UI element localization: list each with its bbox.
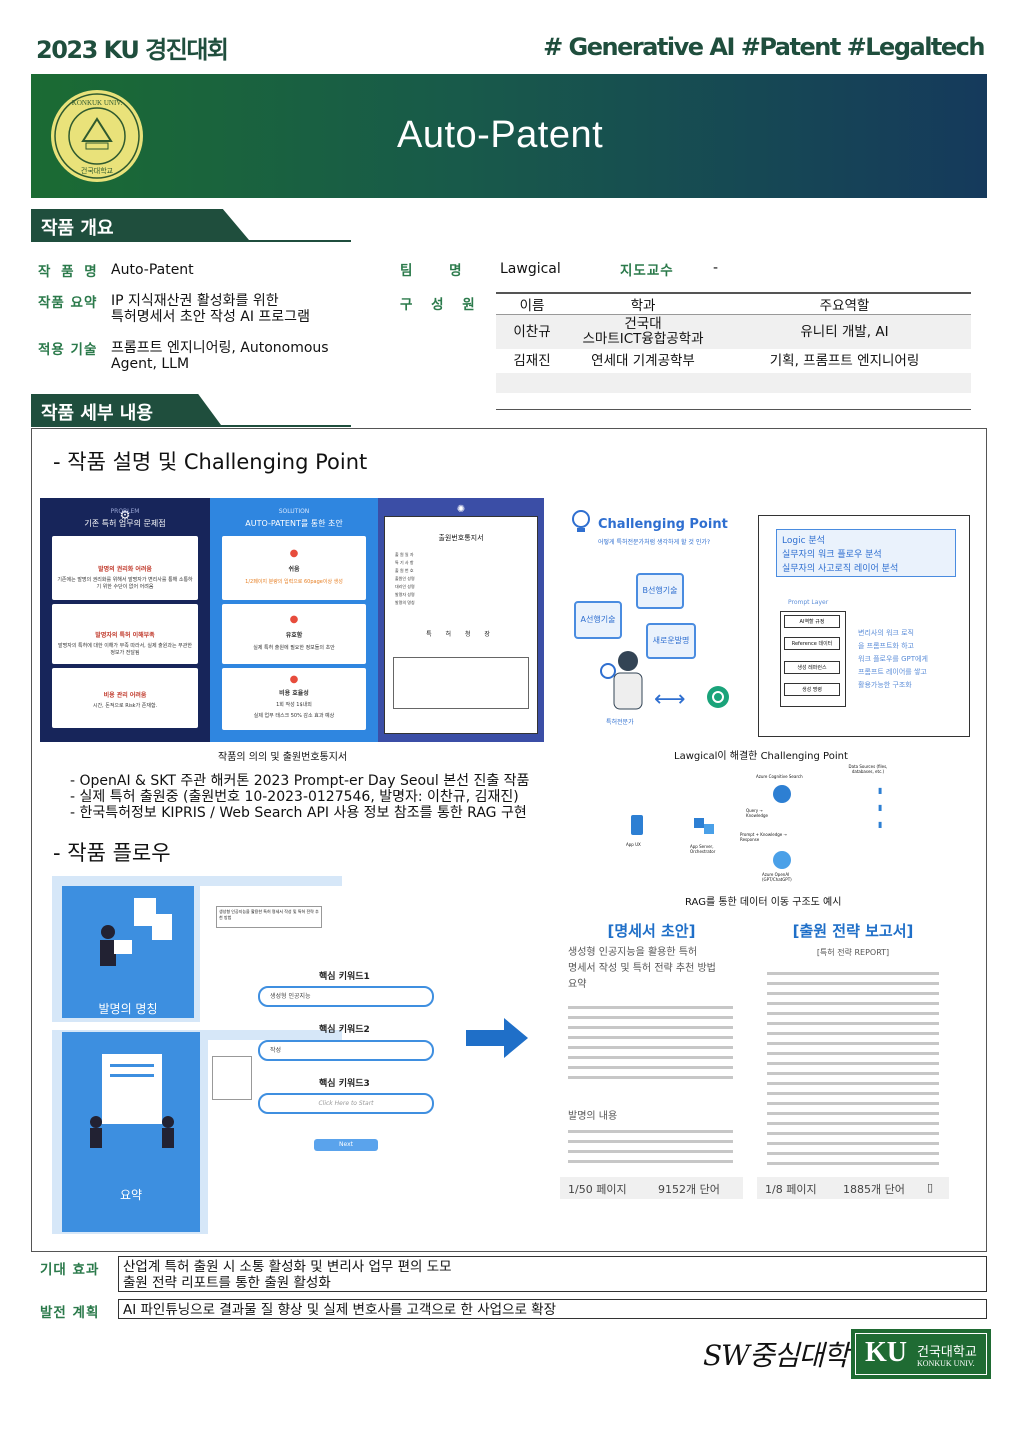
docs-caption: 작품의 의의 및 출원번호통지서 [218,752,348,763]
invention-illustration-icon [100,898,172,966]
effect-label: 기대 효과 [40,1262,100,1278]
exchange-arrow-icon: ⟷ [654,687,686,712]
advisor-label: 지도교수 [620,263,674,279]
event-title: 2023 KU 경진대회 [36,36,229,64]
problem-panel: ⚙ PROBLEM 기존 특허 업무의 문제점 발명의 권리화 어려움 기존에는… [40,498,210,742]
flow-title: - 작품 플로우 [53,841,171,865]
expert-icon [600,651,643,710]
challenge-figure: Challenging Point 어떻게 특허전문가처럼 생각하게 할 것 인… [566,505,970,745]
rag-figure: Azure Cognitive Search Data Sources (fil… [620,762,910,886]
title-banner [31,74,987,198]
table-bottom-line [496,409,971,410]
summary-line1: IP 지식재산권 활성화를 위한 [111,293,279,309]
tech-line2: Agent, LLM [111,356,190,372]
check-icon: ● [289,614,299,625]
lightbulb-icon: ⚙ [119,508,131,522]
university-seal-icon: KONKUK UNIV. 건국대학교 [51,90,143,182]
konkuk-logo: KU 건국대학교 KONKUK UNIV. [851,1329,991,1379]
team-name: Lawgical [500,261,561,277]
note-2: - 실제 특허 출원중 (출원번호 10-2023-0127546, 발명자: … [70,789,519,805]
keyword1-label: 핵심 키워드1 [319,972,370,982]
flow-screen-2: 요약 [52,1030,342,1234]
lightbulb-icon: ✺ [456,504,466,515]
summary-label: 작품 요약 [38,295,98,311]
desc-title: - 작품 설명 및 Challenging Point [53,450,368,474]
keyword1-input[interactable]: 생성형 인공지능 [258,986,434,1007]
tech-line1: 프롬프트 엔지니어링, Autonomous [111,340,329,356]
name-label: 작 품 명 [38,264,100,280]
check-icon: ● [289,548,299,559]
col-name: 이름 [496,292,568,315]
team-label: 팀 명 [400,263,478,279]
phone-icon [631,815,643,835]
project-name: Auto-Patent [111,262,194,278]
server-icon [694,818,714,834]
solution-panel: SOLUTION AUTO-PATENT를 통한 초안 ● 쉬움 1/2페이지 … [210,498,378,742]
effect-line1: 산업계 특허 출원 시 소통 활성화 및 변리사 업무 편의 도모 [123,1259,452,1275]
cloud-search-icon [773,785,791,803]
members-label: 구 성 원 [400,297,482,313]
openai-cloud-icon [773,851,791,869]
svg-text:건국대학교: 건국대학교 [81,166,114,175]
keyword2-label: 핵심 키워드2 [319,1025,370,1035]
col-role: 주요역할 [718,292,971,315]
summary-illustration-icon [90,1054,174,1148]
database-icon: ▮▮▮ [878,786,883,829]
detail-box [31,428,987,1252]
book-icon: ▯ [927,1181,934,1194]
summary-line2: 특허명세서 초안 작성 AI 프로그램 [111,309,310,325]
plan-label: 발전 계획 [40,1305,100,1321]
col-dept: 학과 [568,292,718,315]
advisor-name: - [713,260,719,276]
note-1: - OpenAI & SKT 주관 해커톤 2023 Prompt-er Day… [70,773,530,789]
strategy-report-doc: [출원 전략 보고서] [특허 전략 REPORT] 1/8 페이지 1885개… [757,915,949,1205]
overview-heading: 작품 개요 [31,209,351,242]
svg-text:KONKUK UNIV.: KONKUK UNIV. [72,99,123,107]
problem-solution-figure: ⚙ PROBLEM 기존 특허 업무의 문제점 발명의 권리화 어려움 기존에는… [40,498,544,742]
openai-icon [707,686,729,708]
sw-university-logo: SW중심대학 [703,1339,849,1372]
hashtags: # Generative AI #Patent #Legaltech [543,33,985,61]
effect-line2: 출원 전략 리포트를 통한 출원 활성화 [123,1275,331,1291]
keyword3-input[interactable]: Click Here to Start [258,1093,434,1114]
keyword2-input[interactable]: 작성 [258,1040,434,1061]
detail-heading: 작품 세부 내용 [31,394,351,427]
lightbulb-icon [572,510,590,532]
next-button[interactable]: Next [314,1139,378,1151]
check-icon: ● [289,674,299,685]
tech-label: 적용 기술 [38,342,98,358]
keyword3-label: 핵심 키워드3 [319,1079,370,1089]
effect-box: 산업계 특허 출원 시 소통 활성화 및 변리사 업무 편의 도모 출원 전략 … [118,1256,987,1292]
plan-text: AI 파인튜닝으로 결과물 질 향상 및 실제 변호사를 고객으로 한 사업으로… [118,1299,987,1319]
note-3: - 한국특허정보 KIPRIS / Web Search API 사용 정보 참… [70,805,527,821]
rag-caption: RAG를 통한 데이터 이동 구조도 예시 [685,897,842,908]
right-arrow-icon [466,1018,528,1058]
project-title: Auto-Patent [397,114,604,156]
challenge-caption: Lawgical이 해결한 Challenging Point [674,751,848,762]
table-row [496,373,971,393]
